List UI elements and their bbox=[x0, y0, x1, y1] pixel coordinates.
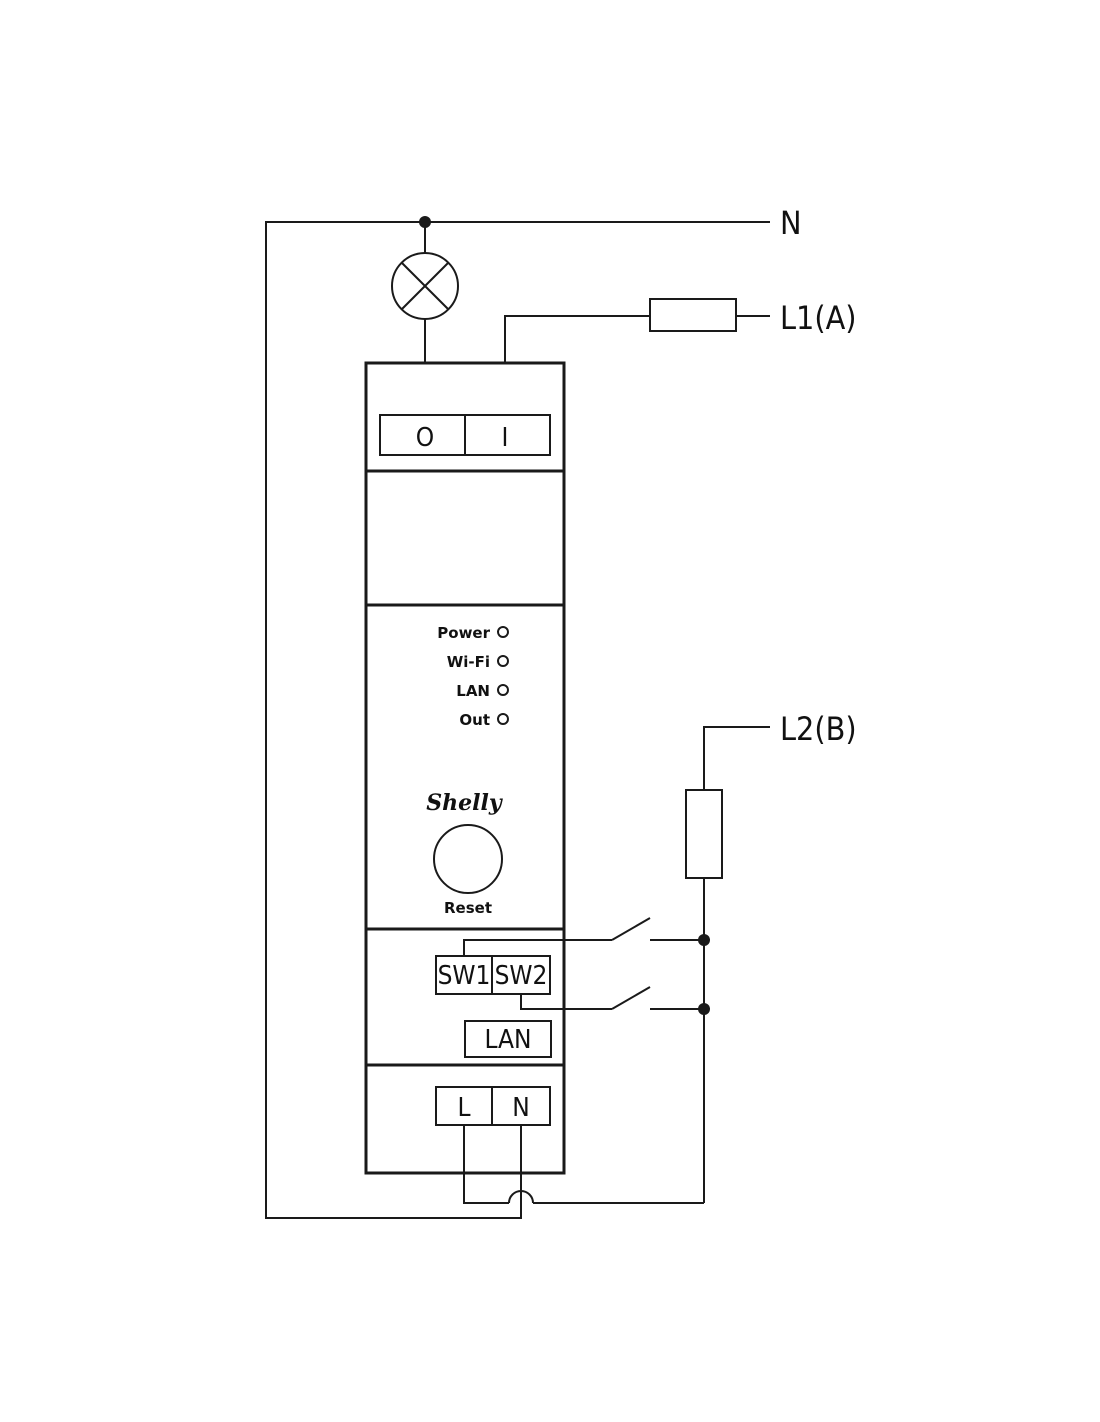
led-wifi-label: Wi-Fi bbox=[447, 653, 490, 671]
terminal-o-label: O bbox=[416, 423, 434, 453]
lan-port bbox=[464, 1020, 552, 1058]
terminal-sw1-label: SW1 bbox=[438, 961, 491, 991]
reset-label: Reset bbox=[444, 899, 492, 917]
led-wifi-icon bbox=[497, 655, 509, 667]
led-power-label: Power bbox=[437, 624, 490, 642]
output-terminal-block: O I bbox=[379, 414, 551, 456]
fuse-l2-icon bbox=[685, 789, 723, 879]
switch-sw1-icon bbox=[463, 917, 704, 956]
neutral-label: N bbox=[780, 204, 802, 242]
reset-button[interactable] bbox=[433, 824, 503, 894]
power-feed-wires bbox=[463, 1125, 704, 1218]
line1-label: L1(A) bbox=[780, 299, 857, 337]
led-out-label: Out bbox=[459, 711, 490, 729]
power-terminal-block: L N bbox=[435, 1086, 551, 1126]
line2-label: L2(B) bbox=[780, 710, 857, 748]
line2-wire bbox=[685, 726, 770, 1203]
fuse-l1-icon bbox=[649, 298, 737, 332]
neutral-wire bbox=[265, 216, 770, 1219]
led-panel: Power Wi-Fi LAN Out bbox=[437, 624, 509, 729]
led-out-icon bbox=[497, 713, 509, 725]
switch-sw2-icon bbox=[520, 986, 704, 1010]
terminal-sw2-label: SW2 bbox=[495, 961, 548, 991]
switch-terminal-block: SW1 SW2 bbox=[435, 955, 551, 995]
terminal-n-label: N bbox=[512, 1093, 530, 1123]
led-lan-icon bbox=[497, 684, 509, 696]
led-power-icon bbox=[497, 626, 509, 638]
led-lan-label: LAN bbox=[456, 682, 490, 700]
lan-port-label: LAN bbox=[484, 1025, 531, 1055]
lamp-icon bbox=[391, 252, 459, 415]
terminal-i-label: I bbox=[502, 423, 509, 453]
terminal-l-label: L bbox=[457, 1093, 470, 1123]
brand-logo: Shelly bbox=[426, 790, 504, 816]
